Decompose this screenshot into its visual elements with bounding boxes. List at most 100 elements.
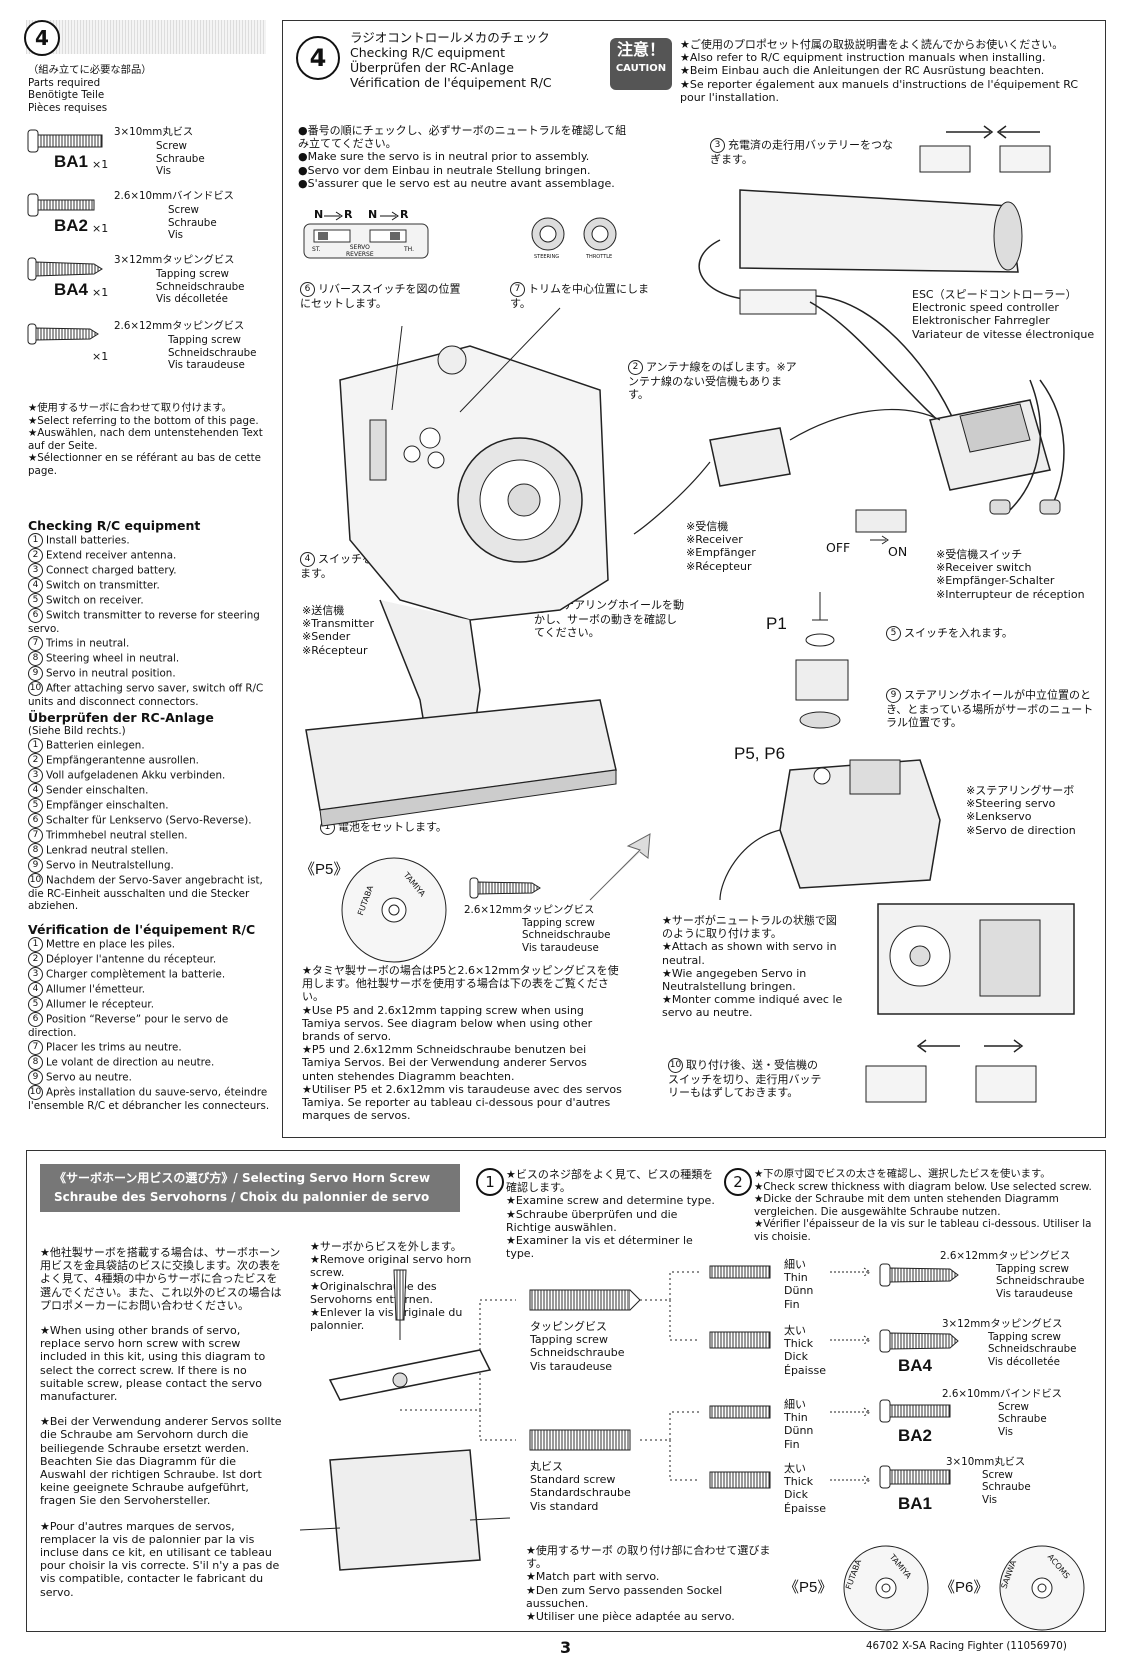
step-marker: 4 (28, 982, 43, 997)
step1-text: ★ビスのネジ部をよく見て、ビスの種類を確認します。★Examine screw … (506, 1168, 715, 1261)
servo-neutral-note: ★サーボがニュートラルの状態で図のように取り付けます。 ★Attach as s… (662, 914, 843, 1020)
step-marker: 10 (28, 872, 43, 888)
p6-disk (999, 1545, 1085, 1631)
step-marker: 3 (28, 967, 43, 982)
page-number: 3 (560, 1638, 572, 1657)
trim-knobs: STEERING THROTTLE (520, 210, 630, 270)
steering-servo-label: ※ステアリングサーボ※Steering servo※Lenkservo※Serv… (966, 784, 1076, 837)
parts-heading: （組み立てに必要な部品） Parts required Benötigte Te… (28, 64, 152, 114)
screw-icon (27, 193, 95, 217)
tapping-screw-icon (27, 257, 103, 281)
step-marker: 4 (28, 578, 43, 593)
result-ba1-code: BA1 (898, 1494, 933, 1513)
step-marker: 6 (28, 812, 43, 828)
bottom-p6-label: 《P6》 (940, 1579, 989, 1596)
step-marker: 7 (28, 635, 43, 651)
step-marker: 5 (28, 593, 43, 608)
step-marker: 3 (28, 563, 43, 578)
step-marker: 6 (28, 1012, 43, 1027)
step-header (26, 20, 266, 54)
result-ba2-code: BA2 (898, 1426, 933, 1445)
step-marker: 6 (28, 608, 43, 623)
step-marker: 5 (28, 997, 43, 1012)
step-marker: 1 (28, 737, 43, 753)
servo-horn-header: 《サーボホーン用ビスの選び方》/ Selecting Servo Horn Sc… (40, 1164, 460, 1212)
p1-label: P1 (766, 614, 787, 633)
step-marker: 8 (28, 842, 43, 858)
step-marker: 4 (28, 782, 43, 798)
p5-label: 《P5》 (300, 861, 349, 878)
result-ba4-code: BA4 (898, 1356, 933, 1375)
bottom-step-1: 1 (476, 1168, 504, 1196)
other-brands-note: ★他社製サーボを搭載する場合は、サーボホーン用ビスを金具袋詰のビスに交換します。… (40, 1246, 282, 1599)
step-marker: 8 (28, 1054, 43, 1070)
tapping-screw-icon (469, 877, 541, 899)
transmitter-label: ※送信機※Transmitter※Sender※Récepteur (302, 604, 374, 657)
servo-horn-panel (26, 1150, 1106, 1632)
screw-icon (27, 129, 103, 153)
select-note: ★使用するサーボに合わせて取り付けます。 ★Select referring t… (28, 402, 263, 477)
neutral-note: ●番号の順にチェックし、必ずサーボのニュートラルを確認して組み立ててください。 … (298, 124, 627, 190)
step2-text: ★下の原寸図でビスの太さを確認し、選択したビスを使います。★Check scre… (754, 1168, 1092, 1243)
step-marker: 8 (28, 650, 43, 666)
step-marker: 10 (28, 1084, 43, 1100)
main-step-number: 4 (296, 36, 340, 80)
esc-label: ESC（スピードコントローラー）Electronic speed control… (912, 288, 1095, 341)
step-marker: 5 (28, 797, 43, 813)
on-label: ON (888, 544, 908, 559)
main-title: ラジオコントロールメカのチェック Checking R/C equipment … (350, 30, 552, 90)
bottom-p5-label: 《P5》 (784, 1579, 833, 1596)
off-label: OFF (826, 540, 851, 555)
tamiya-servo-note: ★タミヤ製サーボの場合はP5と2.6×12mmタッピングビスを使用します。他社製… (302, 964, 622, 1123)
bottom-step-2: 2 (724, 1168, 752, 1196)
caution-text: ★ご使用のプロポセット付属の取扱説明書をよく読んでからお使いください。 ★Als… (680, 38, 1079, 104)
